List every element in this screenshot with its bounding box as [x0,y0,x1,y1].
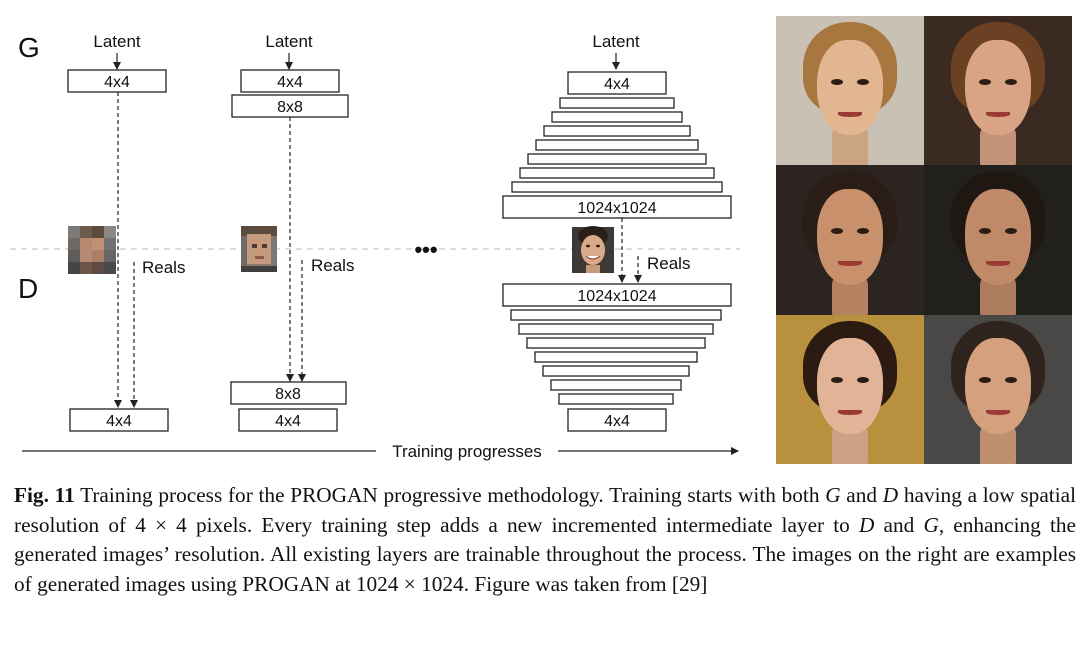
g-layer [527,153,707,165]
latent-label: Latent [93,32,141,51]
caption-text: Training process for the PROGAN progress… [74,483,826,507]
latent-label: Latent [592,32,640,51]
generated-samples-grid [776,16,1072,464]
d-block-4x4 [567,408,667,432]
d-block-8x8 [230,381,347,405]
caption-symbol-d: D [858,512,875,537]
figure-caption: Fig. 11 Training process for the PROGAN … [14,481,1076,599]
reals-label: Reals [142,258,185,277]
g-layer [543,125,691,137]
g-block-4x4 [240,69,340,93]
g-layer [559,97,675,109]
progress-label: Training progresses [392,442,542,461]
d-layer [534,351,698,363]
d-block-1024 [502,283,732,307]
g-block-4x4 [567,71,667,95]
g-block-1024-label: 1024x1024 [577,200,656,217]
generated-face-image [776,314,924,464]
caption-text: having a low spatial resolution of 4 × 4… [14,483,1076,537]
d-block-4x4-label: 4x4 [275,413,301,430]
stage-3: Latent 4x4 1024x1024 Reals 1024x1024 [502,32,732,432]
d-block-4x4-label: 4x4 [604,413,630,430]
caption-symbol-g: G [825,483,841,507]
d-block-4x4-label: 4x4 [106,413,132,430]
g-block-4x4-label: 4x4 [604,76,630,93]
g-layer [551,111,683,123]
d-layer [542,365,690,377]
generated-face-image [776,165,924,315]
d-layer [526,337,706,349]
d-layer [510,309,722,321]
d-block-4x4 [238,408,338,432]
d-layer [550,379,682,391]
d-block-1024-label: 1024x1024 [577,288,656,305]
caption-symbol-g: G [923,512,939,537]
d-block-8x8-label: 8x8 [275,386,301,403]
generated-face-image [776,16,924,166]
caption-text: , enhancing the generated images’ resolu… [14,512,1076,596]
progan-diagram: G D Latent 4x4 Reals 4x4 Latent 4x4 8x8 [10,32,740,461]
generated-face-image [924,314,1072,464]
generated-face-image [924,165,1072,315]
g-layer [535,139,699,151]
g-block-4x4-label: 4x4 [104,74,130,91]
d-block-4x4 [69,408,169,432]
g-layer [511,181,723,193]
reals-label: Reals [311,256,354,275]
ellipsis: ••• [414,237,437,262]
g-block-1024 [502,195,732,219]
latent-label: Latent [265,32,313,51]
figure-label: Fig. 11 [14,483,75,507]
discriminator-label: D [18,273,38,304]
generator-label: G [18,32,40,63]
d-layer [518,323,714,335]
real-image-4x4-pixelated [68,226,116,274]
caption-text: and [874,512,924,537]
g-layer [519,167,715,179]
g-block-4x4-label: 4x4 [277,74,303,91]
stage-2: Latent 4x4 8x8 Reals 8x8 4x4 [230,32,354,432]
generated-face-image [924,16,1072,166]
g-block-8x8-label: 8x8 [277,99,303,116]
caption-text: and [840,483,883,507]
real-image-1024-face [572,226,614,273]
real-image-8x8-pixelated [241,226,277,272]
caption-symbol-d: D [882,483,899,507]
reals-label: Reals [647,254,690,273]
d-layer [558,393,674,405]
g-block-4x4 [67,69,167,93]
stage-1: Latent 4x4 Reals 4x4 [67,32,185,432]
